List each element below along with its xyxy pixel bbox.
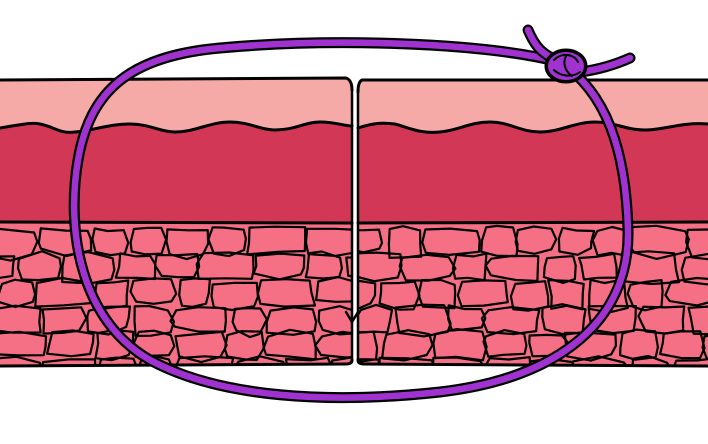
epidermis-top-edge-left [0,76,354,92]
fat-cell [169,306,227,333]
fat-cell [129,277,178,305]
fat-cell [514,225,558,255]
fat-cell [398,253,457,282]
fat-cell [96,356,141,366]
fat-cell [133,304,175,338]
fat-cell [421,227,481,256]
fat-cell [664,276,708,307]
fat-cell [381,329,434,362]
fat-cell [153,252,201,279]
fat-cell [252,252,306,281]
fat-cell [378,280,421,311]
fat-cell [358,279,377,310]
fat-cell [137,355,176,366]
fat-cell [557,226,596,256]
fat-cell [246,225,307,256]
fat-cell [417,278,457,310]
subcutaneous-boundary-right [356,220,708,225]
fat-cell [358,228,384,254]
suture-loop [70,39,632,401]
fat-cell [482,329,528,358]
fat-cell [284,356,335,366]
fat-cell [480,306,541,336]
fat-cell [482,356,532,366]
fat-cell [619,328,659,361]
dermis-boundary-left [0,120,354,134]
fat-cell [304,227,352,257]
fat-cell [178,277,211,308]
incision [344,88,360,362]
fat-cell [0,304,42,334]
fat-cell [0,330,48,357]
skin-block-right [356,78,708,368]
fat-cell [659,330,706,360]
fat-cell [40,358,98,366]
fat-cell [86,305,131,336]
fat-cell [223,330,265,362]
fat-cells-right [358,224,708,366]
dermis-boundary-right [356,120,708,134]
fat-cell [685,228,708,261]
fat-cell [542,255,577,284]
fat-cell [207,226,247,258]
fat-cell [588,278,629,314]
fat-cell [129,226,168,256]
subcutaneous-boundary-left [0,220,354,225]
fat-cell [195,251,255,280]
fat-cell [358,358,382,366]
fat-cell [256,278,317,308]
skin-block-left [0,76,354,368]
fat-cell [670,356,708,366]
fat-cell [680,253,708,286]
fat-cell [0,255,16,280]
fat-cell [431,356,489,366]
incision-point-marker [344,310,360,324]
fat-cell [61,250,116,285]
fat-cell [358,251,403,283]
fat-cell [317,305,352,336]
fat-cell [0,278,37,309]
fat-cell [447,304,487,332]
fat-cell [387,225,423,259]
fat-cell [701,332,708,365]
fat-cell [315,275,352,303]
fat-cell [456,279,509,308]
fat-cell [46,329,95,358]
fat-cell [358,303,394,334]
fat-cell [231,355,285,366]
fat-cell [172,355,235,366]
suture-knot [522,24,636,84]
fat-cell [345,255,352,281]
fat-cell [571,355,632,366]
dermis-left [0,122,352,222]
dermis-right [358,122,708,222]
fat-cell [378,356,435,366]
fat-cell [432,328,488,362]
subcutaneous-right [358,222,708,366]
fat-cell [0,355,44,366]
epidermis-top-edge-right [356,78,708,94]
fat-cell [314,330,352,359]
fat-cell [687,305,708,336]
fat-cell [628,354,674,366]
fat-cell [231,307,268,339]
suture [68,24,636,404]
fat-cell [265,306,318,336]
fat-cell [210,281,259,312]
